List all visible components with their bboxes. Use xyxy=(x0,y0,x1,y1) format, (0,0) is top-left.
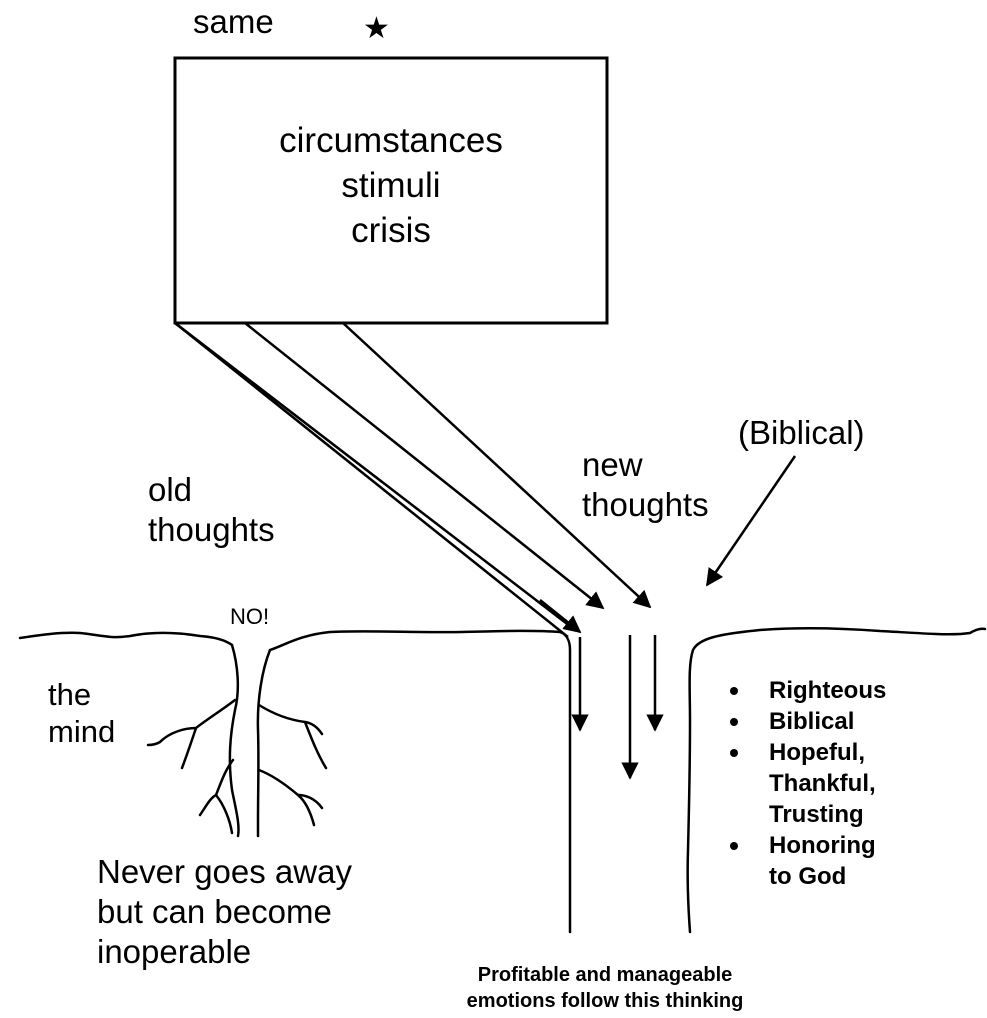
quality-honoring: Honoring to God xyxy=(724,830,886,892)
root-right-trunk xyxy=(258,650,270,836)
biblical-label: (Biblical) xyxy=(738,413,865,453)
old-thoughts-line-2: thoughts xyxy=(148,510,275,550)
quality-line: Righteous xyxy=(769,675,886,706)
new-thoughts-line-2: thoughts xyxy=(582,485,709,525)
qualities-list: Righteous Biblical Hopeful, Thankful, Tr… xyxy=(724,675,886,892)
quality-line: to God xyxy=(769,861,886,892)
box-text: circumstances stimuli crisis xyxy=(175,118,607,253)
new-thoughts-label: new thoughts xyxy=(582,445,709,524)
quality-line: Honoring xyxy=(769,830,886,861)
old-thoughts-arrow xyxy=(540,600,580,632)
never-goes-away-line-3: inoperable xyxy=(97,932,352,972)
old-thoughts-label: old thoughts xyxy=(148,470,275,549)
no-label: NO! xyxy=(230,604,269,630)
never-goes-away-line-1: Never goes away xyxy=(97,852,352,892)
biblical-arrow xyxy=(707,456,795,585)
mind-surface-left xyxy=(20,633,232,645)
root-branch-2 xyxy=(182,728,196,768)
root-branch-4 xyxy=(216,795,232,833)
box-line-crisis: crisis xyxy=(175,208,607,253)
same-label: same xyxy=(193,2,274,42)
quality-line: Thankful, xyxy=(769,768,886,799)
footnote-line-1: Profitable and manageable xyxy=(420,962,790,988)
footnote: Profitable and manageable emotions follo… xyxy=(420,962,790,1014)
the-mind-line-1: the xyxy=(48,676,115,713)
new-thoughts-line-1: new xyxy=(582,445,709,485)
quality-line: Biblical xyxy=(769,706,886,737)
box-line-circumstances: circumstances xyxy=(175,118,607,163)
the-mind-label: the mind xyxy=(48,676,115,750)
footnote-line-2: emotions follow this thinking xyxy=(420,988,790,1014)
root-branch-3 xyxy=(200,760,233,815)
box-line-stimuli: stimuli xyxy=(175,163,607,208)
the-mind-line-2: mind xyxy=(48,713,115,750)
root-left-trunk xyxy=(230,645,239,836)
never-goes-away-line-2: but can become xyxy=(97,892,352,932)
root-branch-7 xyxy=(259,770,314,825)
quality-righteous: Righteous xyxy=(724,675,886,706)
root-branch-6 xyxy=(305,722,326,768)
quality-line: Trusting xyxy=(769,799,886,830)
quality-line: Hopeful, xyxy=(769,737,886,768)
middle-path xyxy=(245,323,603,608)
star-icon: ★ xyxy=(363,14,390,44)
root-branch-5 xyxy=(259,705,322,734)
quality-biblical: Biblical xyxy=(724,706,886,737)
old-thoughts-line-1: old xyxy=(148,470,275,510)
quality-hopeful: Hopeful, Thankful, Trusting xyxy=(724,737,886,830)
never-goes-away-label: Never goes away but can become inoperabl… xyxy=(97,852,352,972)
